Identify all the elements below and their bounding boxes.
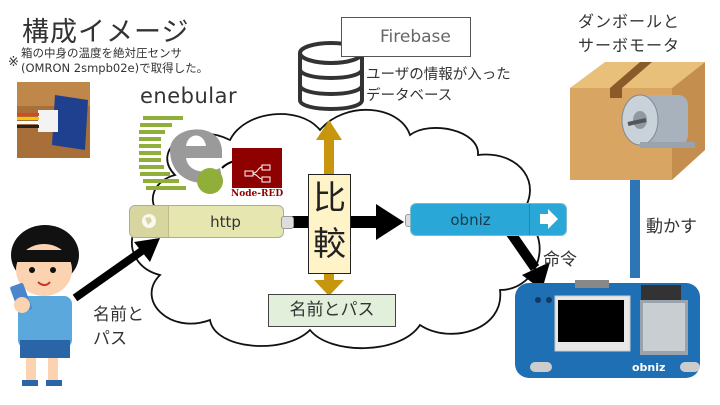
enebular-label: enebular: [140, 84, 238, 108]
nodered-logo: [232, 148, 282, 188]
gold-arrow-down: [314, 272, 344, 296]
enebular-logo: [139, 116, 223, 194]
note-mark: ※: [8, 55, 19, 70]
http-output-port[interactable]: [281, 216, 294, 229]
cardboard-box-image: [570, 62, 705, 180]
sensor-note-line: 箱の中身の温度を絶対圧センサ: [21, 46, 182, 60]
arrow-user-to-http: [72, 238, 160, 302]
user-person-image: [10, 225, 79, 386]
globe-icon: [130, 206, 169, 237]
obniz-device-image: [515, 280, 700, 378]
cardboard-label-line: サーボモータ: [578, 36, 681, 55]
cardboard-label-line: ダンボールと: [578, 12, 681, 31]
http-node[interactable]: http: [129, 205, 284, 238]
page-title: 構成イメージ: [22, 17, 190, 48]
sensor-note-line: (OMRON 2smpb02e)で取得した。: [21, 61, 209, 75]
user-message-line: 名前と: [93, 305, 144, 325]
pressure-sensor-image: [17, 82, 90, 158]
compare-box: 比 較: [308, 174, 351, 274]
obniz-brand-label: obniz: [632, 361, 666, 374]
gold-arrow-up: [316, 120, 342, 176]
http-node-label: http: [210, 213, 241, 231]
arrow-http-to-compare: [292, 216, 310, 228]
database-label: ユーザの情報が入った データベース: [366, 65, 511, 107]
user-message-line: パス: [93, 329, 127, 349]
arrow-compare-to-obniz: [350, 204, 404, 240]
name-pass-box: 名前とパス: [268, 294, 396, 327]
motor-icon: [621, 94, 695, 148]
compare-char: 比: [313, 178, 346, 217]
obniz-node-label: obniz: [450, 211, 491, 229]
command-label: 命令: [543, 250, 577, 270]
move-label: 動かす: [646, 217, 697, 237]
database-label-line: ユーザの情報が入った: [366, 67, 511, 83]
cardboard-label: ダンボールと サーボモータ: [578, 10, 680, 58]
firebase-box: [341, 17, 471, 57]
firebase-label: Firebase: [380, 27, 451, 47]
obniz-node[interactable]: obniz: [410, 203, 567, 236]
nodered-label: Node-RED: [231, 189, 284, 199]
sensor-note: 箱の中身の温度を絶対圧センサ (OMRON 2smpb02e)で取得した。: [21, 46, 208, 76]
user-message-label: 名前と パス: [93, 303, 144, 351]
database-label-line: データベース: [366, 88, 453, 104]
arrow-right-icon: [529, 204, 566, 235]
compare-char: 較: [313, 224, 346, 263]
